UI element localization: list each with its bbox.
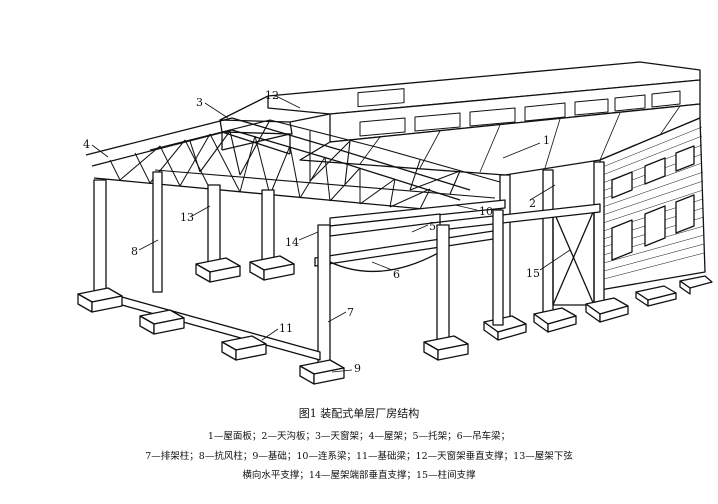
figure-caption-title: 图1 装配式单层厂房结构 [298,407,420,420]
callout-6: 6 [393,268,400,281]
callout-13: 13 [180,211,194,224]
callout-4: 4 [83,138,90,151]
bent-columns [93,179,504,366]
end-wall-windows [611,145,695,261]
enclosed-building [267,61,713,341]
crane-beam [314,229,501,272]
callout-numbers: 1 2 3 4 5 6 7 8 9 10 11 12 13 14 15 [83,89,550,375]
callout-5: 5 [429,220,436,233]
legend-line-1: 1—屋面板；2—天沟板；3—天窗架；4—屋架；5—托架；6—吊车梁； [207,431,511,442]
legend-line-2: 7—排架柱；8—抗风柱；9—基础；10—连系梁；11—基础梁；12—天窗架垂直支… [145,451,573,462]
callout-3: 3 [196,96,203,109]
roof-truss-rear [149,119,501,199]
wind-resistant-column [152,171,163,293]
callout-8: 8 [131,245,138,258]
callout-11: 11 [279,322,293,335]
callout-leaders [91,95,571,373]
callout-14: 14 [285,236,299,249]
callout-2: 2 [529,197,536,210]
callout-15: 15 [526,267,540,280]
skylight-window-panes [359,90,681,137]
skylight-windows [357,88,405,108]
callout-9: 9 [354,362,361,375]
roof-panel-joints [359,105,681,173]
legend-line-3: 横向水平支撑；14—屋架端部垂直支撑；15—柱间支撑 [242,470,476,481]
callout-1: 1 [543,134,550,147]
factory-structure-diagram: 1 2 3 4 5 6 7 8 9 10 11 12 13 14 15 [77,61,713,385]
callout-12: 12 [265,89,279,102]
foundations [77,255,469,385]
enclosed-column-3 [593,161,605,303]
callout-10: 10 [479,205,493,218]
callout-7: 7 [347,306,354,319]
